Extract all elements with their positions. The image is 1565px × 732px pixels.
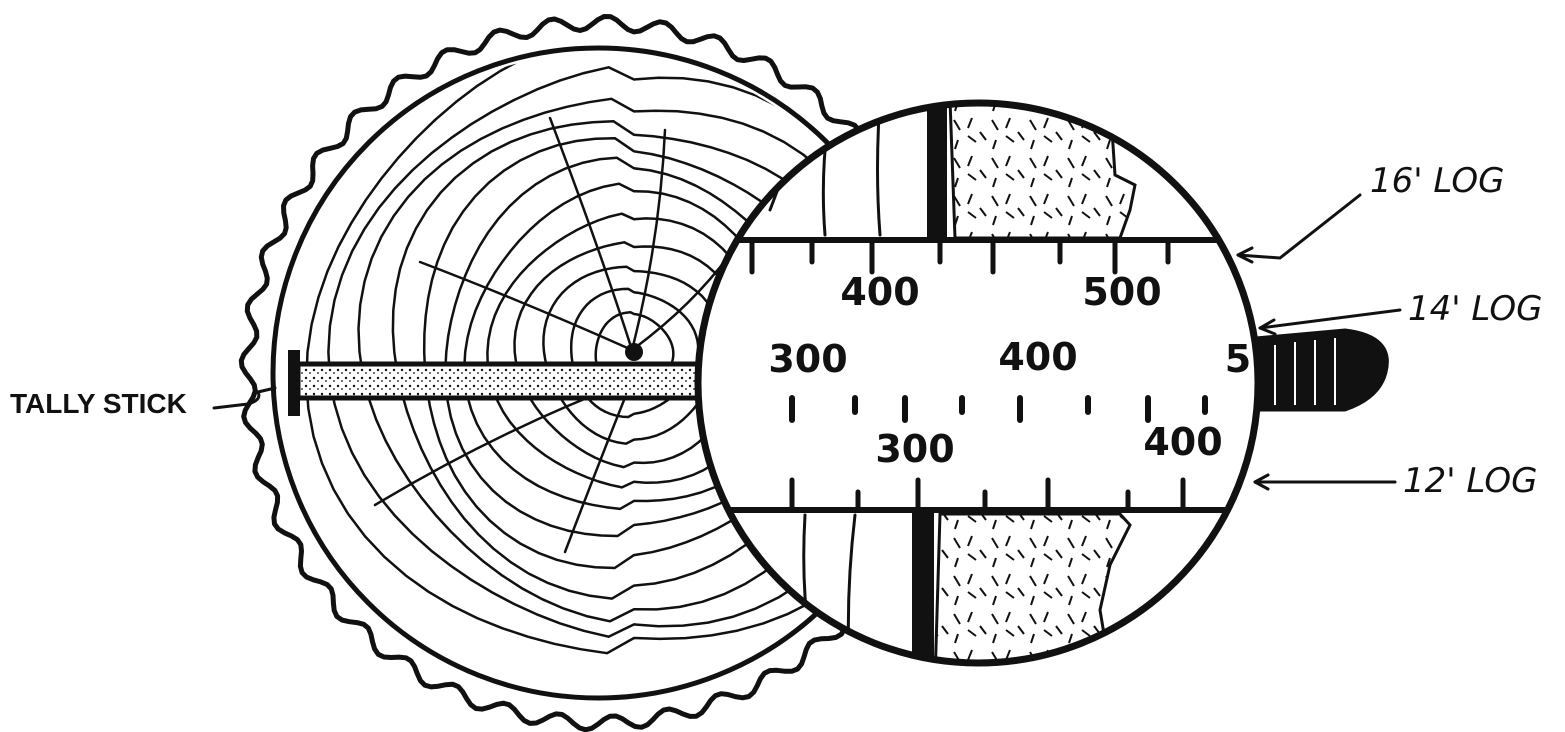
scale-12-label-b: 400 (1143, 420, 1222, 464)
tally-stick-bar (298, 364, 700, 398)
leader-14-log (1260, 310, 1400, 328)
leader-tally-stick (214, 388, 275, 408)
texture-patch-top (950, 100, 1135, 238)
radial-cracks (375, 118, 740, 552)
label-14-log: 14' LOG (1408, 289, 1542, 329)
log-pith (625, 343, 643, 361)
label-12-log: 12' LOG (1403, 461, 1537, 501)
scale-14-label-a: 300 (768, 337, 847, 381)
scale-16-label-b: 500 (1082, 270, 1161, 314)
leader-16-log (1238, 195, 1360, 258)
scale-14-label-b: 400 (998, 335, 1077, 379)
wood-grain-dark-top (927, 95, 947, 240)
scale-12-label-a: 300 (875, 427, 954, 471)
scale-16-label-a: 400 (840, 270, 919, 314)
scale-14-label-c: 5 (1225, 337, 1251, 381)
label-tally-stick: TALLY STICK (10, 388, 187, 419)
label-16-log: 16' LOG (1370, 161, 1504, 201)
